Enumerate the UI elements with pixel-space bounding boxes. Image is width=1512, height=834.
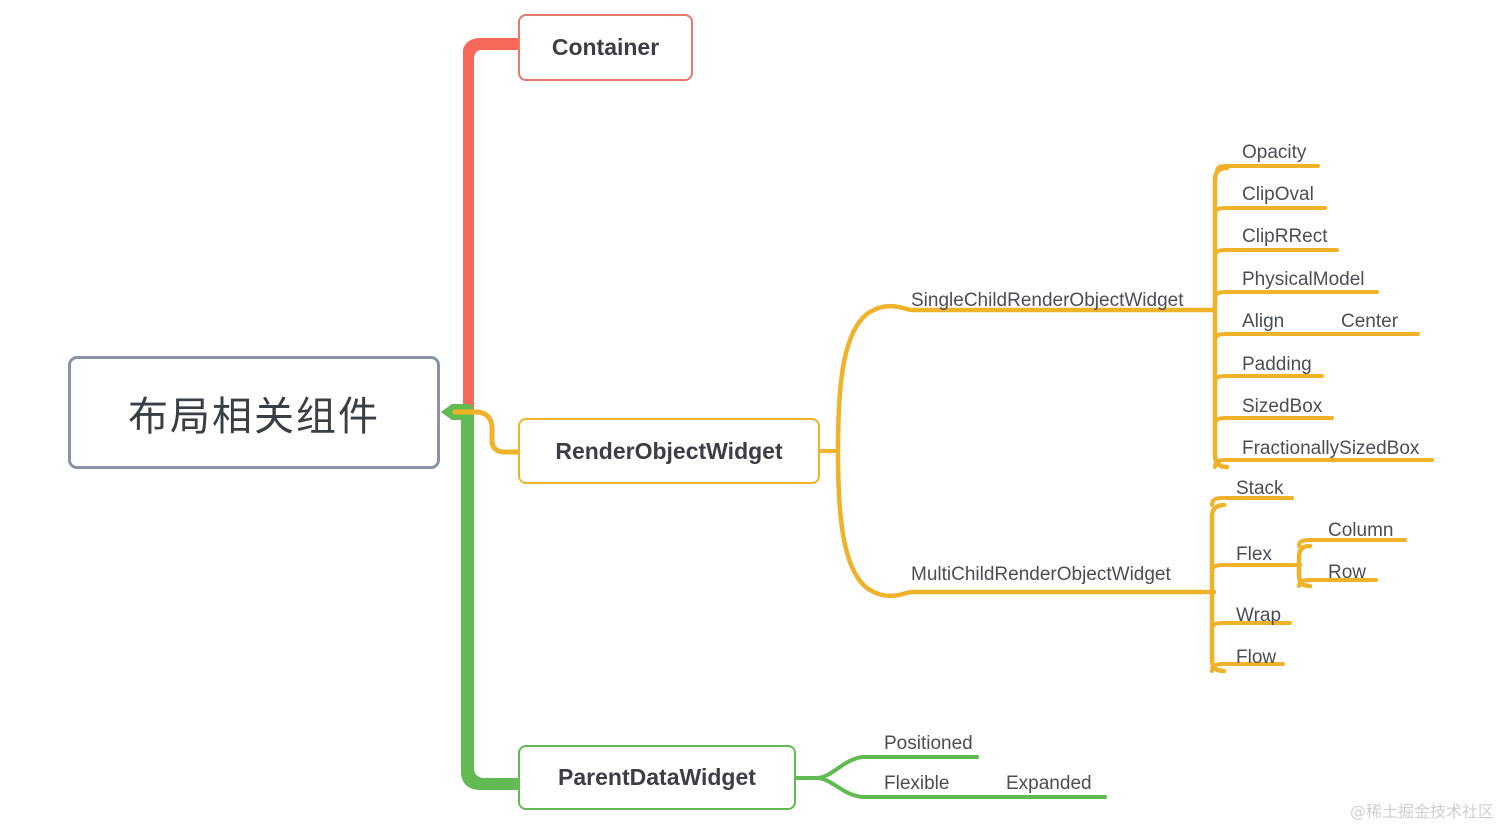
node-parent-data-widget-label: ParentDataWidget [558,764,756,790]
leaf-wrap[interactable]: Wrap [1236,605,1282,626]
edge-leaf-flex [1210,563,1302,574]
edge-leaf-padding [1213,374,1324,385]
leaf-physicalmodel[interactable]: PhysicalModel [1242,269,1365,290]
leaf-center[interactable]: Center [1341,311,1399,332]
edge-leaf-clipoval [1213,206,1327,217]
node-parent-data-widget[interactable]: ParentDataWidget [518,745,796,810]
edge-leaf-cliprrect [1213,248,1339,259]
leaf-sizedbox[interactable]: SizedBox [1242,396,1323,417]
root-node-label: 布局相关组件 [128,394,380,439]
leaf-cliprrect[interactable]: ClipRRect [1242,226,1328,247]
edge-root-to-renderobjectwidget [452,409,521,455]
edge-singlechild-spine [1212,165,1230,470]
edge-root-to-parentdatawidget [441,404,518,790]
edge-leaf-sizedbox [1213,416,1334,427]
node-render-object-widget-label: RenderObjectWidget [555,437,783,464]
leaf-clipoval[interactable]: ClipOval [1242,184,1314,205]
node-container[interactable]: Container [518,14,693,81]
leaf-flex[interactable]: Flex [1236,544,1272,565]
edge-root-to-container [441,38,518,420]
label-multi-child-render-object-widget[interactable]: MultiChildRenderObjectWidget [911,564,1171,585]
leaf-padding[interactable]: Padding [1242,354,1312,375]
node-render-object-widget[interactable]: RenderObjectWidget [518,418,820,484]
leaf-flow[interactable]: Flow [1236,647,1277,668]
edge-leaf-fractionallysizedbox [1213,458,1434,469]
edge-leaf-physicalmodel [1213,290,1379,301]
label-single-child-render-object-widget[interactable]: SingleChildRenderObjectWidget [911,290,1184,311]
leaf-row[interactable]: Row [1328,562,1367,583]
leaf-fractionallysizedbox[interactable]: FractionallySizedBox [1242,438,1420,459]
edge-leaf-align-center [1213,332,1420,343]
root-node[interactable]: 布局相关组件 [68,356,440,469]
leaf-align[interactable]: Align [1242,311,1285,332]
node-container-label: Container [551,34,660,60]
leaf-positioned[interactable]: Positioned [884,733,973,754]
leaf-stack[interactable]: Stack [1236,478,1284,499]
leaf-flexible[interactable]: Flexible [884,773,950,794]
edge-leaf-stack [1210,496,1294,507]
edge-leaf-opacity [1215,164,1320,174]
leaf-column[interactable]: Column [1328,520,1394,541]
edge-flex-spine [1296,543,1313,589]
edge-to-singlechild [835,303,1217,454]
edge-multichild-spine [1209,502,1227,674]
leaf-opacity[interactable]: Opacity [1242,142,1307,163]
leaf-expanded[interactable]: Expanded [1006,773,1092,794]
watermark: @稀土掘金技术社区 [1349,802,1494,821]
